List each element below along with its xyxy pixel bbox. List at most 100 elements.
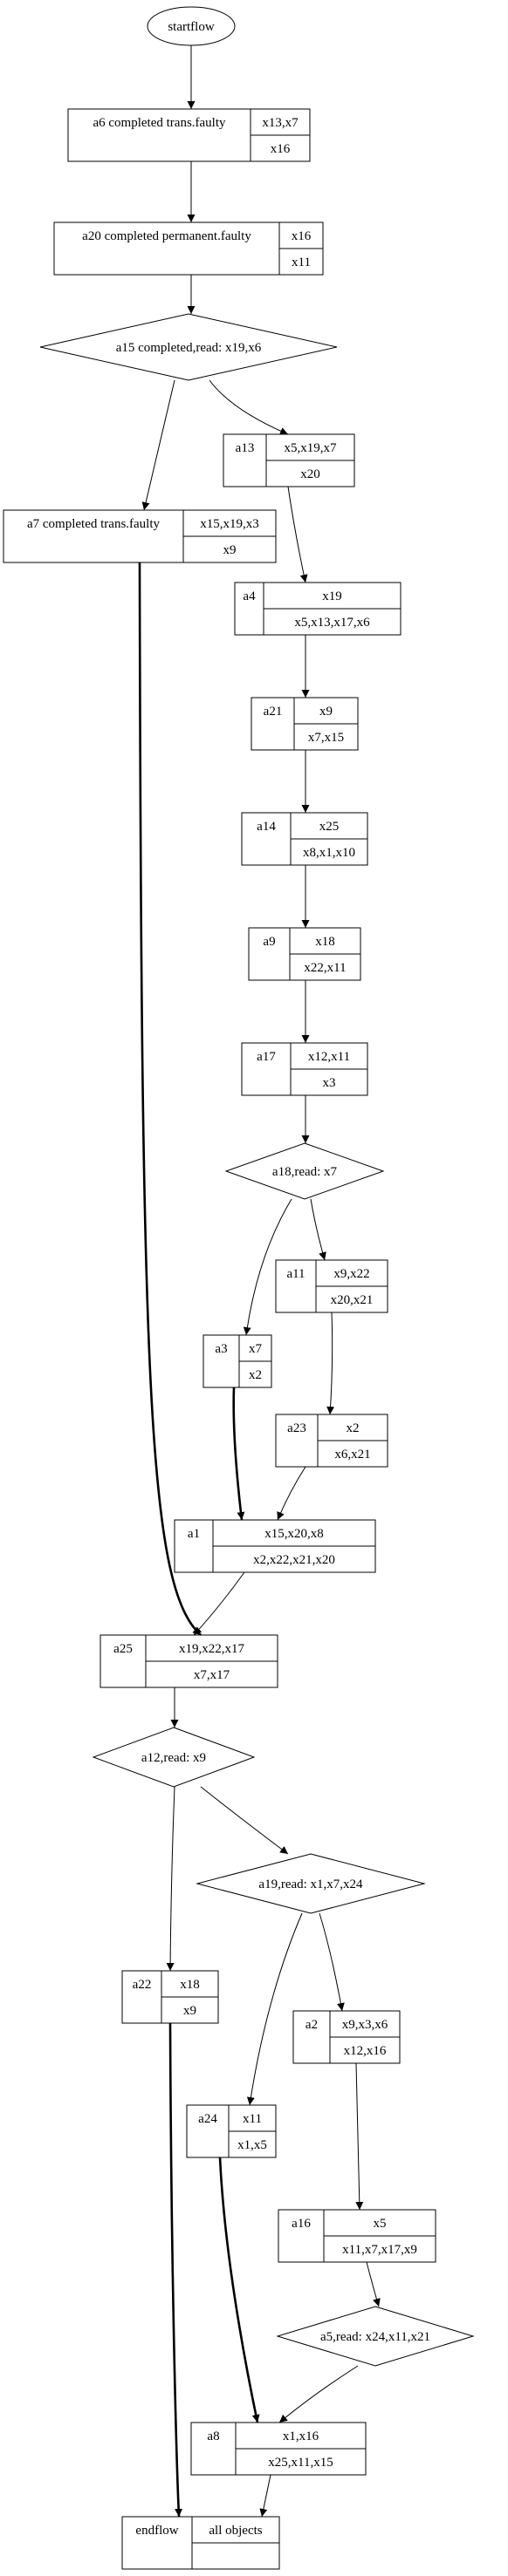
node-a19-label: a19,read: x1,x7,x24 [258, 1877, 363, 1891]
node-a18: a18,read: x7 [224, 1142, 385, 1200]
node-a5-label: a5,read: x24,x11,x21 [320, 2330, 430, 2344]
node-a1-id: a1 [188, 1527, 200, 1541]
node-a23-vars-bottom: x6,x21 [334, 1448, 370, 1462]
node-a18-label: a18,read: x7 [272, 1165, 338, 1179]
node-a15: a15 completed,read: x19,x6 [39, 313, 338, 381]
node-startflow: startflow [147, 6, 236, 46]
node-a9: a9 x18 x22,x11 [248, 927, 361, 981]
node-a22-id: a22 [133, 1978, 152, 1992]
node-a5-diamond [276, 2306, 475, 2367]
node-a2: a2 x9,x3,x6 x12,x16 [292, 2010, 401, 2064]
node-a16-id: a16 [292, 2217, 311, 2231]
node-a6-vars-bottom: x16 [271, 142, 291, 156]
node-a14-vars-bottom: x8,x1,x10 [303, 846, 355, 860]
edge-a7-to-a25 [138, 562, 202, 1636]
node-a5: a5,read: x24,x11,x21 [276, 2306, 475, 2367]
edge-a12-to-a22 [166, 1786, 175, 1972]
edge-a1-to-a25 [193, 1571, 245, 1636]
node-a21-id: a21 [264, 705, 283, 719]
node-a19: a19,read: x1,x7,x24 [196, 1853, 426, 1914]
node-a21-vars-top: x9 [319, 705, 333, 719]
node-a21-vars-bottom: x7,x15 [308, 731, 344, 745]
edge-a13-to-a4 [287, 486, 308, 583]
edge-a18-to-a3 [243, 1198, 292, 1336]
node-a4-id: a4 [243, 589, 256, 603]
edge-a15-to-a13 [209, 379, 289, 435]
node-a19-diamond [196, 1853, 426, 1914]
edge-a24-to-a8 [218, 2157, 260, 2423]
node-a4-vars-top: x19 [322, 589, 342, 603]
node-a20-vars-bottom: x11 [292, 256, 311, 269]
node-a3-id: a3 [215, 1342, 227, 1356]
edge-a23-to-a1 [277, 1466, 306, 1521]
node-a9-vars-bottom: x22,x11 [304, 961, 346, 975]
node-a9-vars-top: x18 [315, 935, 335, 949]
node-a13-vars-top: x5,x19,x7 [285, 441, 338, 455]
edge-a15-to-a7 [141, 379, 175, 511]
node-a7-id: a7 completed trans.faulty [27, 517, 161, 531]
node-a2-id: a2 [305, 2018, 318, 2032]
node-a7-vars-bottom: x9 [223, 543, 237, 557]
node-a13-id: a13 [236, 441, 255, 455]
node-a2-vars-top: x9,x3,x6 [342, 2018, 388, 2032]
node-a8-id: a8 [207, 2429, 219, 2443]
node-a12-diamond [92, 1727, 256, 1788]
node-a13: a13 x5,x19,x7 x20 [223, 433, 355, 487]
node-a3-vars-top: x7 [249, 1342, 263, 1356]
node-a12-label: a12,read: x9 [141, 1751, 206, 1765]
node-a9-id: a9 [263, 935, 275, 949]
node-a7: a7 completed trans.faulty x15,x19,x3 x9 [3, 509, 277, 563]
node-a8-vars-bottom: x25,x11,x15 [268, 2456, 333, 2470]
node-a22: a22 x18 x9 [121, 1970, 219, 2024]
edge-a12-to-a19 [200, 1786, 289, 1855]
node-a24-vars-top: x11 [243, 2112, 262, 2126]
edge-a5-to-a8 [278, 2365, 359, 2423]
node-endflow-id: endflow [135, 2524, 178, 2538]
edge-a2-to-a16 [355, 2062, 364, 2211]
node-a12: a12,read: x9 [92, 1727, 256, 1788]
edge-a11-to-a23 [326, 1312, 335, 1415]
edge-a16-to-a5 [366, 2261, 381, 2307]
edge-a19-to-a24 [246, 1912, 303, 2106]
edge-a22-to-endflow [168, 2022, 183, 2518]
node-a20-id: a20 completed permanent.faulty [82, 229, 251, 243]
node-a24-box [186, 2104, 277, 2158]
node-a16-vars-bottom: x11,x7,x17,x9 [342, 2243, 417, 2257]
node-a14-id: a14 [257, 820, 276, 834]
edges [138, 45, 381, 2518]
node-a25-id: a25 [113, 1642, 133, 1656]
node-a22-vars-top: x18 [180, 1978, 200, 1992]
node-a25-vars-bottom: x7,x17 [194, 1668, 230, 1682]
node-a1-vars-bottom: x2,x22,x21,x20 [253, 1553, 335, 1567]
edge-a19-to-a2 [319, 1912, 345, 2012]
node-a11-vars-top: x9,x22 [333, 1267, 369, 1281]
node-a7-vars-top: x15,x19,x3 [200, 517, 259, 531]
edge-a3-to-a1 [232, 1387, 245, 1521]
edge-a8-to-endflow [259, 2474, 271, 2518]
node-a6-vars-top: x13,x7 [262, 116, 299, 130]
node-a18-diamond [224, 1142, 385, 1200]
node-a24-id: a24 [198, 2112, 217, 2126]
node-a22-vars-bottom: x9 [183, 2004, 196, 2018]
node-startflow-ellipse [147, 6, 236, 46]
node-a24: a24 x11 x1,x5 [186, 2104, 277, 2158]
node-a24-vars-bottom: x1,x5 [237, 2138, 267, 2152]
node-a13-vars-bottom: x20 [300, 467, 320, 481]
node-a15-diamond [39, 313, 338, 381]
node-a2-vars-bottom: x12,x16 [344, 2044, 387, 2058]
edge-a18-to-a11 [310, 1198, 326, 1261]
node-a3-vars-bottom: x2 [249, 1368, 262, 1382]
